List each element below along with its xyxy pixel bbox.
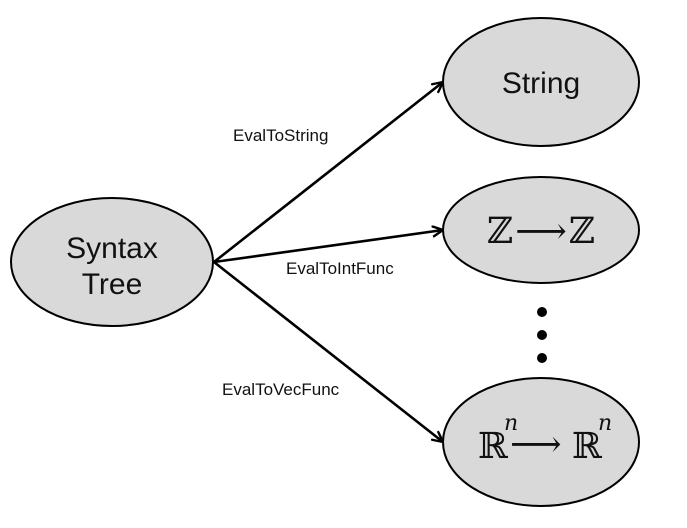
node-int-func-formula: ℤ⟶ℤ — [487, 211, 595, 252]
node-vec-func-domain: ℝ — [478, 426, 509, 467]
node-syntax-tree: Syntax Tree — [10, 197, 214, 327]
int-func-codomain: ℤ — [569, 211, 595, 252]
node-syntax-tree-line1: Syntax — [66, 232, 158, 265]
edge-label-eval-to-vec-func: EvalToVecFunc — [222, 380, 340, 399]
node-vec-func-codomain-exp: n — [598, 411, 612, 436]
int-func-arrow: ⟶ — [515, 211, 567, 252]
edge-label-eval-to-int-func: EvalToIntFunc — [286, 259, 394, 278]
ellipsis-dot — [537, 307, 547, 317]
int-func-domain: ℤ — [487, 211, 513, 252]
edge-eval-to-vec-func — [213, 260, 443, 442]
node-vec-func-arrow: ⟶ — [510, 424, 562, 465]
node-vec-func: ℝ n ⟶ ℝ n — [442, 377, 640, 507]
node-syntax-tree-line2: Tree — [82, 268, 143, 301]
edge-eval-to-string — [213, 82, 443, 264]
vertical-ellipsis — [537, 307, 547, 363]
edge-label-eval-to-string: EvalToString — [233, 126, 328, 145]
node-vec-func-domain-exp: n — [504, 411, 518, 436]
node-string: String — [442, 17, 640, 147]
ellipsis-dot — [537, 330, 547, 340]
node-int-func: ℤ⟶ℤ — [442, 176, 640, 284]
ellipsis-dot — [537, 353, 547, 363]
edge-eval-to-int-func — [213, 230, 443, 264]
node-vec-func-codomain: ℝ — [572, 426, 603, 467]
node-string-label: String — [502, 67, 580, 100]
